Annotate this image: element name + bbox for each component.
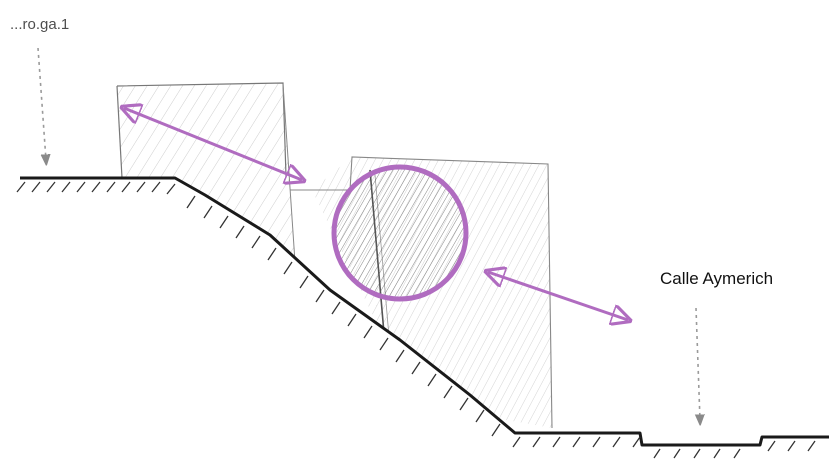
upper-street-label: ...ro.ga.1: [10, 16, 69, 33]
focus-circle: [334, 167, 466, 299]
street-label: Calle Aymerich: [660, 269, 773, 289]
